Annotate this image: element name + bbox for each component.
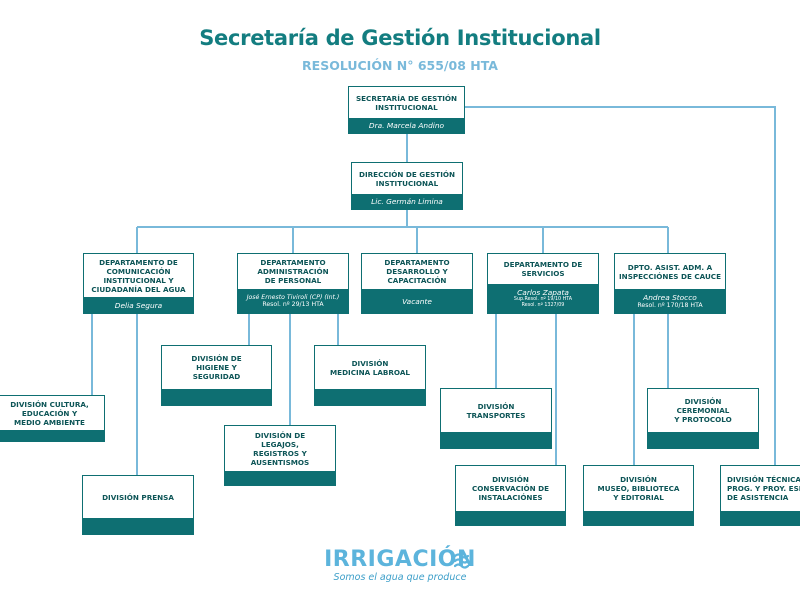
- irrigacion-logo: IRRIGACIÓN: [0, 547, 800, 572]
- box-div-prensa: DIVISIÓN PRENSA: [82, 475, 194, 535]
- box-dep-personal-person: José Ernesto Tiviroli (CP) (Int.): [246, 293, 340, 301]
- box-direccion: DIRECCIÓN DE GESTIÓN INSTITUCIONAL Lic. …: [351, 162, 463, 210]
- page-subtitle: RESOLUCIÓN N° 655/08 HTA: [302, 58, 498, 73]
- box-dep-personal: DEPARTAMENTO ADMINISTRACIÓN DE PERSONAL …: [237, 253, 349, 314]
- box-div-higiene: DIVISIÓN DE HIGIENE Y SEGURIDAD: [161, 345, 272, 406]
- box-dep-personal-resol: Resol. nº 29/13 HTA: [262, 300, 324, 308]
- box-dep-servicios: DEPARTAMENTO DE SERVICIOS Carlos Zapata …: [487, 253, 599, 314]
- box-div-legajos-name: DIVISIÓN DE LEGAJOS, REGISTROS Y AUSENTI…: [250, 430, 310, 467]
- box-dep-desarrollo: DEPARTAMENTO DESARROLLO Y CAPACITACIÓN V…: [361, 253, 473, 314]
- box-div-ceremonial: DIVISIÓN CEREMONIAL Y PROTOCOLO: [647, 388, 759, 449]
- box-div-transportes-name: DIVISIÓN TRANSPORTES: [466, 401, 526, 420]
- box-secretaria-name: SECRETARÍA DE GESTIÓN INSTITUCIONAL: [355, 93, 458, 112]
- connector-secretaria-tecnica: [465, 106, 776, 466]
- box-dep-desarrollo-person: Vacante: [402, 296, 432, 306]
- box-div-museo: DIVISIÓN MUSEO, BIBLIOTECA Y EDITORIAL: [583, 465, 694, 526]
- box-div-medicina-footer: [315, 389, 425, 405]
- box-div-tecnica-footer: [721, 511, 800, 525]
- box-div-prensa-footer: [83, 518, 193, 534]
- logo-tagline: Somos el agua que produce: [333, 572, 467, 583]
- box-dep-desarrollo-name: DEPARTAMENTO DESARROLLO Y CAPACITACIÓN: [384, 258, 450, 285]
- box-direccion-footer: Lic. Germán Limina: [352, 194, 462, 209]
- box-dep-servicios-footer: Carlos Zapata Sup.Resol. nº 19/10 HTA Re…: [488, 284, 598, 313]
- box-div-conservacion-footer: [456, 511, 565, 525]
- box-secretaria-footer: Dra. Marcela Andino: [349, 118, 464, 133]
- box-dep-comunicacion: DEPARTAMENTO DE COMUNICACIÓN INSTITUCION…: [83, 253, 194, 314]
- box-div-ceremonial-name: DIVISIÓN CEREMONIAL Y PROTOCOLO: [674, 397, 732, 424]
- box-div-legajos-footer: [225, 471, 335, 485]
- box-div-museo-name: DIVISIÓN MUSEO, BIBLIOTECA Y EDITORIAL: [597, 475, 680, 502]
- box-div-tecnica: DIVISIÓN TÉCNICA PROG. Y PROY. ESPEC. DE…: [720, 465, 800, 526]
- box-dep-comunicacion-person: Delia Segura: [114, 300, 163, 310]
- box-div-cultura-footer: [0, 430, 104, 441]
- box-div-medicina: DIVISIÓN MEDICINA LABROAL: [314, 345, 426, 406]
- box-div-conservacion-name: DIVISIÓN CONSERVACIÓN DE INSTALACIÓNES: [471, 475, 550, 502]
- box-div-ceremonial-footer: [648, 432, 758, 448]
- box-dpto-cauce-person: Andrea Stocco: [643, 292, 697, 302]
- box-div-transportes: DIVISIÓN TRANSPORTES: [440, 388, 552, 449]
- box-dpto-cauce-name: DPTO. ASIST. ADM. A INSPECCIÓNES DE CAUC…: [619, 262, 721, 281]
- box-div-cultura: DIVISIÓN CULTURA, EDUCACIÓN Y MEDIO AMBI…: [0, 395, 105, 442]
- box-dep-servicios-name: DEPARTAMENTO DE SERVICIOS: [503, 260, 583, 278]
- box-div-higiene-footer: [162, 389, 271, 405]
- box-div-prensa-name: DIVISIÓN PRENSA: [102, 492, 174, 502]
- box-div-conservacion: DIVISIÓN CONSERVACIÓN DE INSTALACIÓNES: [455, 465, 566, 526]
- box-direccion-name: DIRECCIÓN DE GESTIÓN INSTITUCIONAL: [358, 169, 455, 188]
- box-dep-comunicacion-footer: Delia Segura: [84, 297, 193, 313]
- box-dpto-cauce-resol: Resol. nº 170/18 HTA: [637, 301, 703, 309]
- box-div-legajos: DIVISIÓN DE LEGAJOS, REGISTROS Y AUSENTI…: [224, 425, 336, 486]
- box-div-tecnica-name: DIVISIÓN TÉCNICA PROG. Y PROY. ESPEC. DE…: [727, 475, 800, 502]
- box-secretaria: SECRETARÍA DE GESTIÓN INSTITUCIONAL Dra.…: [348, 86, 465, 134]
- box-dep-personal-name: DEPARTAMENTO ADMINISTRACIÓN DE PERSONAL: [257, 258, 329, 285]
- box-div-medicina-name: DIVISIÓN MEDICINA LABROAL: [330, 358, 410, 377]
- box-dep-servicios-person: Carlos Zapata: [517, 288, 569, 298]
- box-dep-personal-footer: José Ernesto Tiviroli (CP) (Int.) Resol.…: [238, 289, 348, 313]
- water-waves-icon: [454, 553, 469, 569]
- box-div-cultura-name: DIVISIÓN CULTURA, EDUCACIÓN Y MEDIO AMBI…: [10, 399, 89, 427]
- box-dep-servicios-resol-1: Sup.Resol. nº 19/10 HTA: [513, 297, 573, 303]
- box-div-transportes-footer: [441, 432, 551, 448]
- box-div-museo-footer: [584, 511, 693, 525]
- box-dep-comunicacion-name: DEPARTAMENTO DE COMUNICACIÓN INSTITUCION…: [91, 257, 186, 294]
- box-dpto-cauce-footer: Andrea Stocco Resol. nº 170/18 HTA: [615, 289, 725, 313]
- box-dep-servicios-resol-2: Resol. nº 1327/09: [521, 303, 565, 308]
- page-title: Secretaría de Gestión Institucional: [199, 26, 601, 50]
- box-secretaria-person: Dra. Marcela Andino: [368, 121, 445, 130]
- box-div-higiene-name: DIVISIÓN DE HIGIENE Y SEGURIDAD: [191, 354, 242, 381]
- box-direccion-person: Lic. Germán Limina: [371, 197, 443, 206]
- box-dpto-cauce: DPTO. ASIST. ADM. A INSPECCIÓNES DE CAUC…: [614, 253, 726, 314]
- logo-wordmark: IRRIGACIÓN: [324, 547, 476, 572]
- box-dep-desarrollo-footer: Vacante: [362, 289, 472, 313]
